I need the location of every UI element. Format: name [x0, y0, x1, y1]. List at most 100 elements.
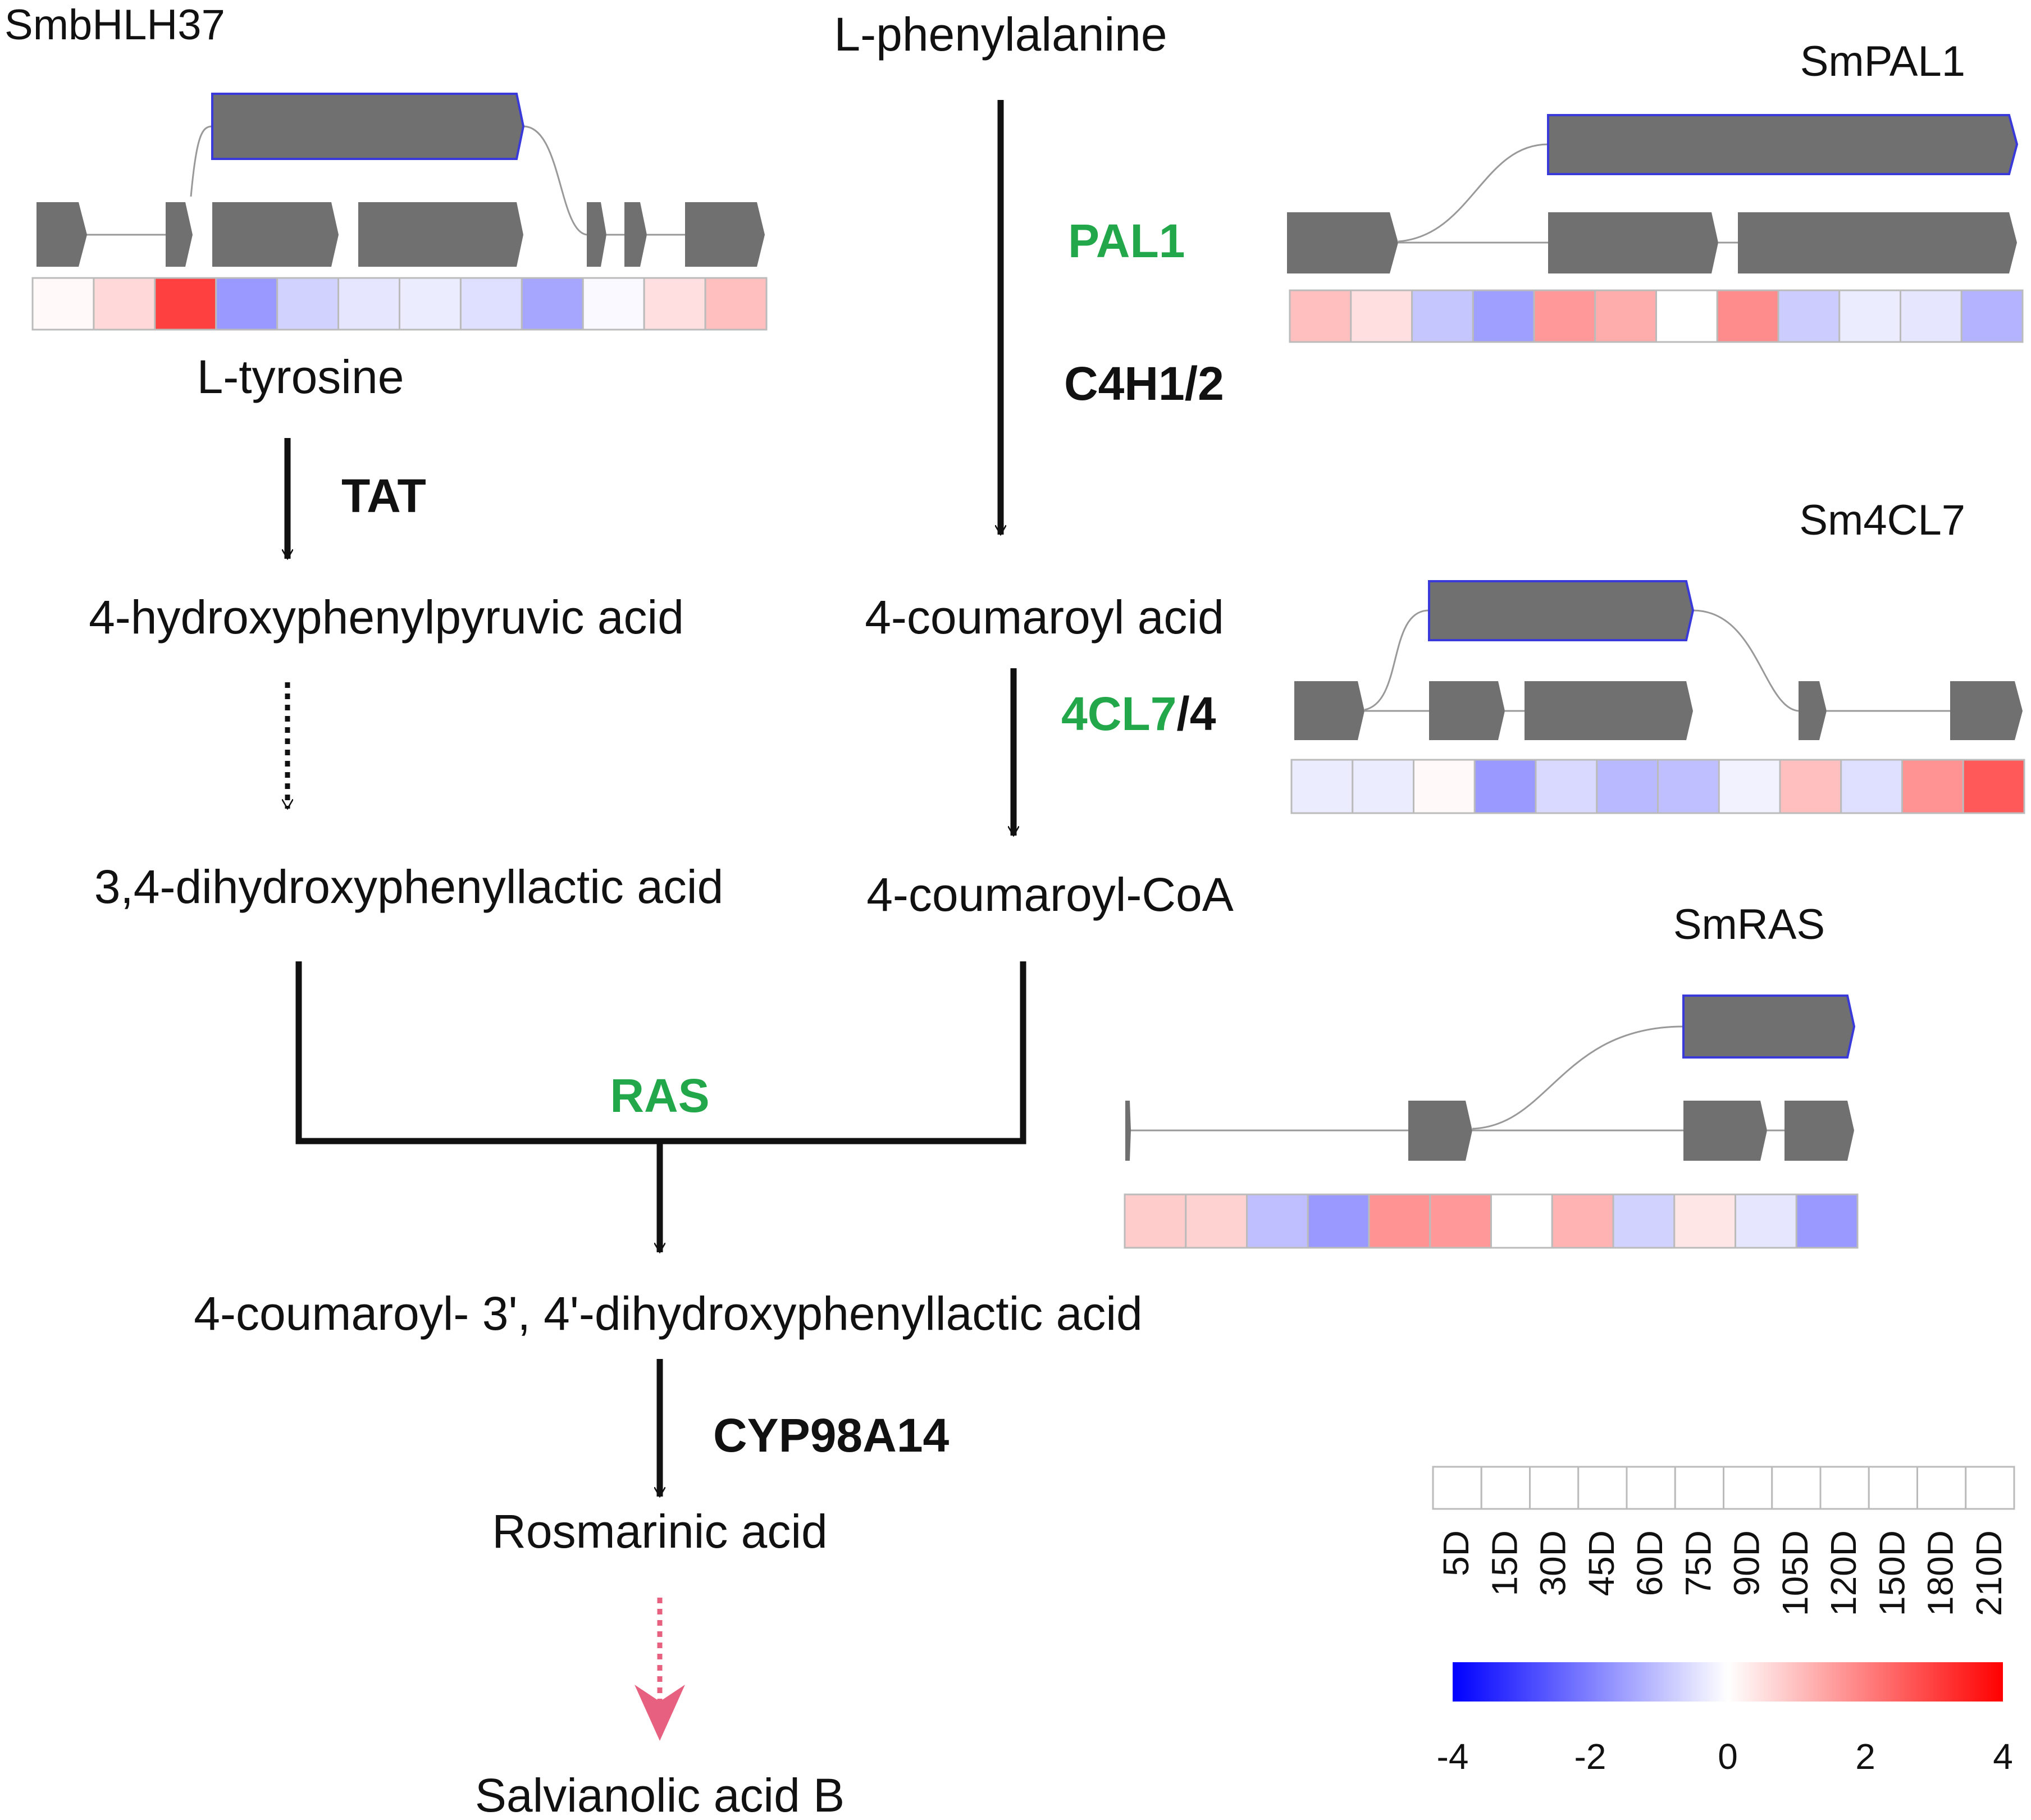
heatmap-cell-60D: [276, 277, 340, 331]
gene-label-smras: SmRAS: [1673, 901, 1825, 948]
exon: [166, 202, 193, 267]
enzyme-pal1: PAL1: [1068, 215, 1185, 267]
heatmap-cell-105D: [459, 277, 523, 331]
heatmap-cell-45D: [215, 277, 279, 331]
exon: [1548, 212, 1718, 273]
metabolite-4-coumaroyl-acid: 4-coumaroyl acid: [865, 591, 1224, 644]
exon: [1950, 681, 2023, 740]
legend-box-5D: [1432, 1466, 1482, 1510]
legend-time-label: 60D: [1630, 1530, 1670, 1596]
gene-structure-smbhlh37: SmbHLH37: [4, 1, 765, 267]
enzyme-cyp98a14: CYP98A14: [713, 1409, 950, 1462]
heatmap-cell-45D: [1472, 289, 1535, 343]
heatmap-cell-180D: [1900, 289, 1962, 343]
gene-label-sm4cl7: Sm4CL7: [1799, 496, 1965, 544]
heatmap-sm4cl7: [1290, 759, 2025, 814]
legend-box-180D: [1916, 1466, 1967, 1510]
legend-time-label: 150D: [1872, 1530, 1912, 1616]
legend-time-label: 180D: [1920, 1530, 1961, 1616]
transcript-box: [1547, 114, 2019, 175]
heatmap-smpal1: [1289, 289, 2024, 343]
exon: [1799, 681, 1827, 740]
heatmap-cell-75D: [337, 277, 400, 331]
legend-time-label: 5D: [1436, 1530, 1476, 1576]
heatmap-cell-90D: [399, 277, 462, 331]
gene-label-smpal1: SmPAL1: [1800, 38, 1965, 85]
legend-box-60D: [1626, 1466, 1676, 1510]
metabolite-l-phenylalanine: L-phenylalanine: [834, 8, 1167, 61]
exon: [1784, 1101, 1854, 1161]
heatmap-cell-150D: [1838, 289, 1901, 343]
exon: [1125, 1101, 1131, 1161]
gene-structure-sm4cl7: Sm4CL7: [1294, 496, 2023, 740]
heatmap-cell-150D: [1673, 1193, 1736, 1249]
legend-time-label: 90D: [1727, 1530, 1767, 1596]
heatmap-cell-210D: [1962, 759, 2025, 814]
legend-time-label: 120D: [1823, 1530, 1864, 1616]
color-scale-tick-label: -2: [1574, 1736, 1606, 1777]
legend-box-90D: [1723, 1466, 1773, 1510]
heatmap-cell-5D: [31, 277, 95, 331]
heatmap-cell-45D: [1473, 759, 1537, 814]
heatmap-cell-90D: [1657, 759, 1720, 814]
heatmap-cell-180D: [1735, 1193, 1797, 1249]
legend-time-boxes: [1432, 1466, 2015, 1510]
heatmap-cell-15D: [1352, 759, 1414, 814]
exon: [1287, 212, 1398, 273]
heatmap-cell-5D: [1124, 1193, 1187, 1249]
exon: [1683, 1101, 1767, 1161]
exon: [1294, 681, 1364, 740]
transcript-box: [1428, 580, 1695, 641]
heatmap-cell-210D: [1795, 1193, 1859, 1249]
heatmap-smbhlh37: [31, 277, 768, 331]
heatmap-cell-120D: [521, 277, 584, 331]
legend-time-label: 15D: [1484, 1530, 1525, 1596]
heatmap-cell-15D: [1185, 1193, 1248, 1249]
exon: [358, 202, 523, 267]
heatmap-cell-105D: [1551, 1193, 1614, 1249]
legend-time-label: 75D: [1678, 1530, 1718, 1596]
color-scale-tick-label: 2: [1855, 1736, 1875, 1777]
heatmap-cell-30D: [1413, 759, 1476, 814]
gene-structure-smras: SmRAS: [1125, 901, 1856, 1161]
exon: [212, 202, 339, 267]
heatmap-cell-45D: [1307, 1193, 1370, 1249]
heatmap-cell-5D: [1290, 759, 1354, 814]
heatmap-cell-75D: [1429, 1193, 1492, 1249]
enzyme-c4h: C4H1/2: [1064, 357, 1224, 410]
heatmap-cell-150D: [1840, 759, 1903, 814]
heatmap-cell-30D: [154, 277, 217, 331]
heatmap-cell-5D: [1289, 289, 1352, 343]
heatmap-cell-75D: [1596, 759, 1659, 814]
color-scale-tick-label: 0: [1718, 1736, 1738, 1777]
heatmap-cell-60D: [1533, 289, 1596, 343]
gene-structure-smpal1: SmPAL1: [1287, 38, 2019, 273]
heatmap-cell-60D: [1368, 1193, 1431, 1249]
heatmap-cell-210D: [704, 277, 768, 331]
legend-box-45D: [1577, 1466, 1628, 1510]
heatmap-cell-60D: [1535, 759, 1598, 814]
exon: [1738, 212, 2017, 273]
enzyme-4cl7-label: 4CL7: [1061, 687, 1176, 740]
heatmap-cell-30D: [1246, 1193, 1309, 1249]
legend-box-210D: [1965, 1466, 2015, 1510]
legend-time-label: 105D: [1775, 1530, 1815, 1616]
heatmap-cell-180D: [643, 277, 706, 331]
exon: [685, 202, 765, 267]
exon: [36, 202, 87, 267]
heatmap-cell-210D: [1960, 289, 2024, 343]
metabolite-4-coumaroyl-coa: 4-coumaroyl-CoA: [866, 868, 1234, 921]
legend-time-label: 45D: [1581, 1530, 1622, 1596]
gene-label-smbhlh37: SmbHLH37: [4, 1, 225, 49]
enzyme-ras: RAS: [610, 1069, 709, 1122]
metabolite-rosmarinic-acid: Rosmarinic acid: [492, 1505, 828, 1558]
metabolite-l-tyrosine: L-tyrosine: [197, 350, 404, 403]
exon: [587, 202, 606, 267]
metabolite-4-hydroxyphenylpyruvic-acid: 4-hydroxyphenylpyruvic acid: [89, 591, 684, 644]
enzyme-4cl: 4CL7/4: [1061, 687, 1216, 740]
arrow-dashed-salb: [635, 1598, 685, 1741]
exon: [1429, 681, 1505, 740]
heatmap-cell-120D: [1612, 1193, 1676, 1249]
